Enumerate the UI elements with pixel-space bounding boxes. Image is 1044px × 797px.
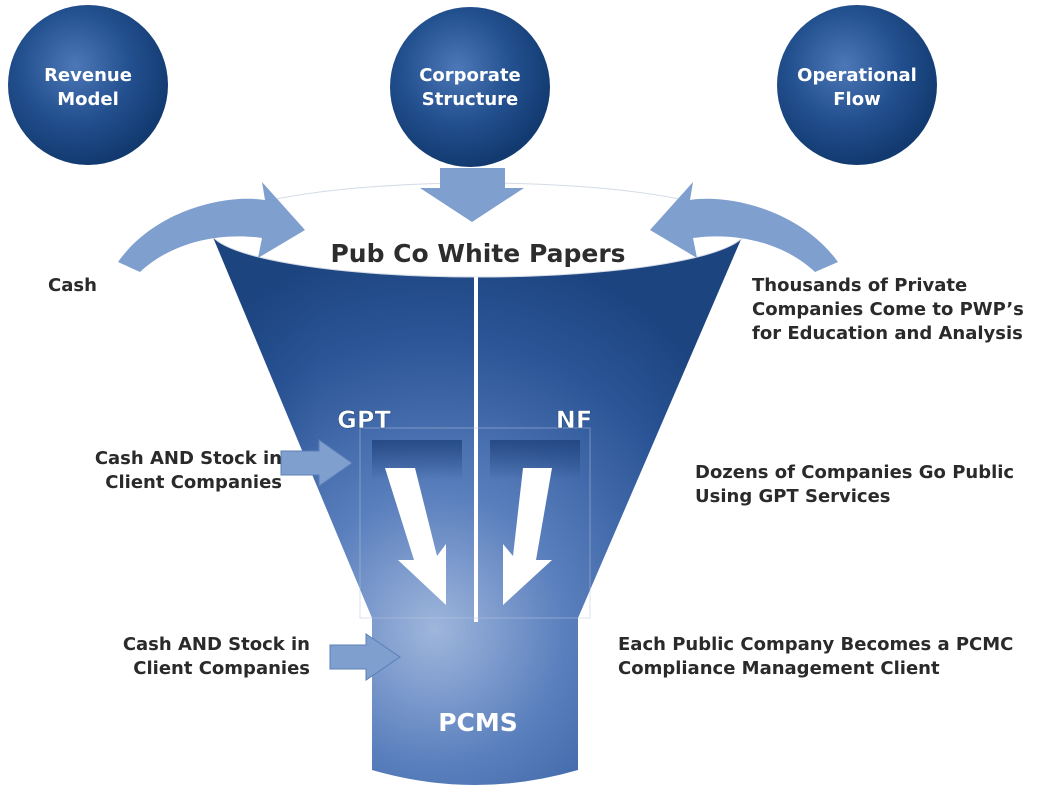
nf-down-arrow — [490, 440, 580, 605]
gpt-label: GPT — [337, 406, 391, 434]
center-down-arrow — [420, 168, 524, 222]
stock-label-lower-line1: Cash AND Stock in — [122, 634, 310, 655]
cash-label: Cash — [48, 275, 97, 296]
private-line2: Companies Come to PWP’s — [752, 299, 1024, 320]
circle-revenue-model: Revenue Model — [8, 5, 168, 165]
stock-label-upper-line2: Client Companies — [105, 472, 282, 493]
nf-label: NF — [556, 406, 592, 434]
circle-label-line2: Flow — [833, 89, 880, 110]
stock-label-lower-line2: Client Companies — [133, 658, 310, 679]
stock-label-upper: Cash AND Stock in Client Companies — [20, 447, 282, 495]
left-curved-arrow — [118, 182, 305, 272]
funnel-body — [209, 182, 747, 785]
funnel-top-label: Pub Co White Papers — [330, 239, 625, 268]
circle-label-line1: Corporate — [419, 65, 521, 86]
public-line2: Using GPT Services — [695, 486, 891, 507]
stock-arrow-lower — [329, 633, 401, 681]
circle-label-line2: Model — [57, 89, 119, 110]
circle-operational-flow: Operational Flow — [777, 5, 937, 165]
gpt-down-arrow — [372, 440, 462, 605]
private-line1: Thousands of Private — [752, 275, 968, 296]
stock-label-upper-line1: Cash AND Stock in — [94, 448, 282, 469]
pcmc-line2: Compliance Management Client — [618, 658, 940, 679]
pcmc-client-label: Each Public Company Becomes a PCMC Compl… — [618, 633, 1013, 681]
circle-label-line1: Operational — [797, 65, 917, 86]
public-line1: Dozens of Companies Go Public — [695, 462, 1015, 483]
circle-label-line1: Revenue — [44, 65, 132, 86]
circle-corporate-structure: Corporate Structure — [390, 7, 550, 167]
stock-arrow-upper — [280, 439, 353, 487]
channel-box — [359, 427, 591, 619]
right-curved-arrow — [650, 182, 838, 272]
stock-label-lower: Cash AND Stock in Client Companies — [60, 633, 310, 681]
private-line3: for Education and Analysis — [752, 323, 1023, 344]
pcmc-line1: Each Public Company Becomes a PCMC — [618, 634, 1014, 655]
circle-label-line2: Structure — [422, 89, 518, 110]
pcms-label: PCMS — [438, 708, 518, 737]
private-companies-label: Thousands of Private Companies Come to P… — [752, 274, 1024, 346]
go-public-label: Dozens of Companies Go Public Using GPT … — [695, 461, 1014, 509]
